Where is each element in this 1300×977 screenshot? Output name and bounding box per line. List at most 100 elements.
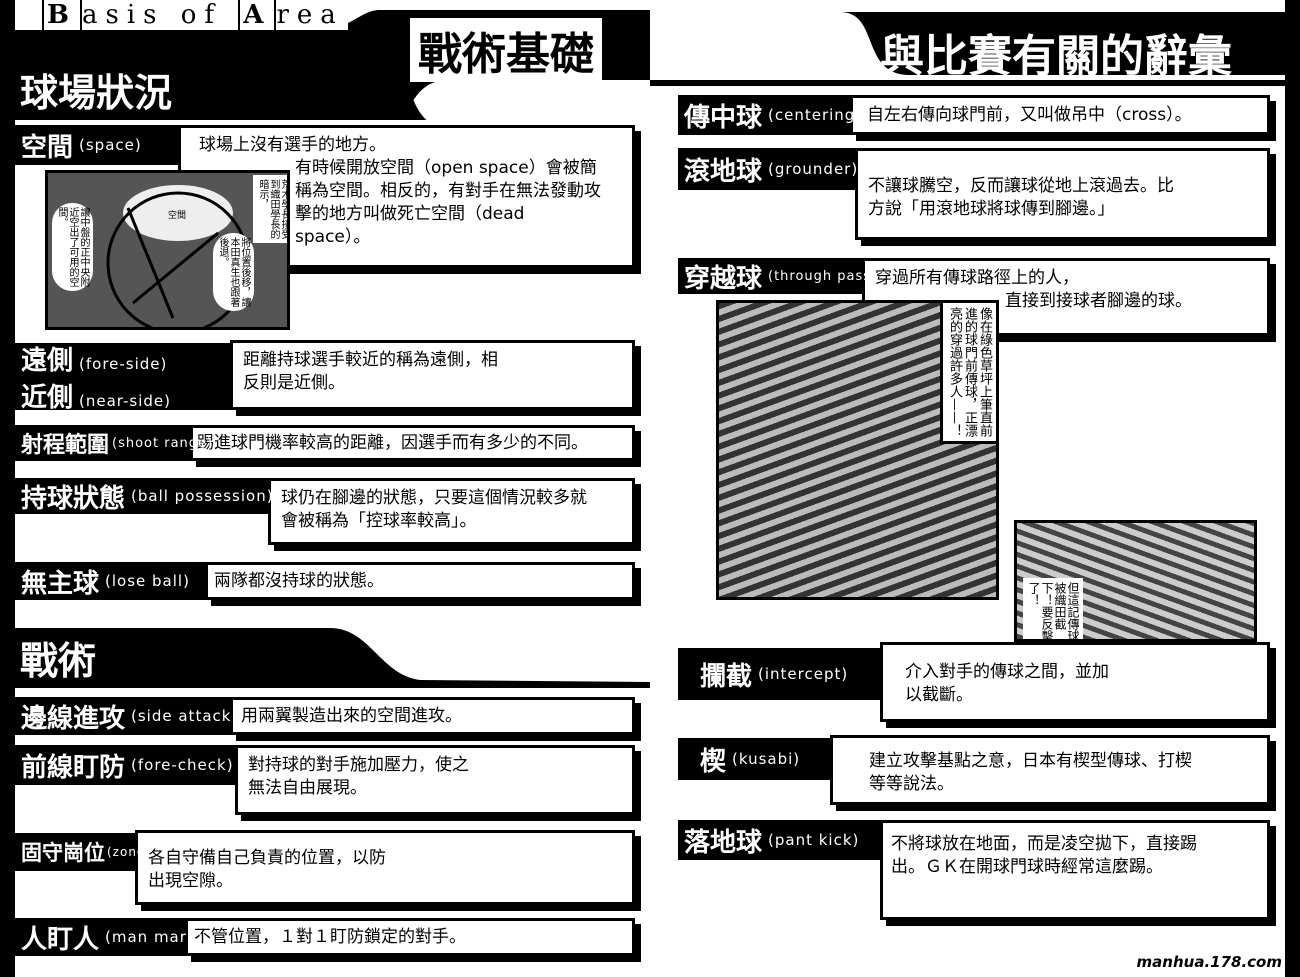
term-en: (near-side) <box>79 391 171 410</box>
term-en: (side attack) <box>131 707 239 725</box>
definition-box-kusabi: 建立攻擊基點之意，日本有楔型傳球、打楔等等說法。 <box>830 735 1270 805</box>
definition-text: 球仍在腳邊的狀態，只要這個情況較多就會被稱為「控球率較高」。 <box>281 488 587 531</box>
term-en: (pant kick) <box>768 831 860 849</box>
panel-caption: 像在綠色草坪上筆直前進的球門前傳球，正漂亮的穿過許多人——！ <box>940 303 996 444</box>
page-title-right: 與比賽有關的辭彙 <box>880 31 1232 82</box>
term: 前線盯防 <box>21 752 126 783</box>
term-en: (intercept) <box>758 665 849 683</box>
term-label-centering: 傳中球 (centering) <box>678 95 861 135</box>
definition-text: 介入對手的傳球之間，並加以截斷。 <box>905 662 1109 705</box>
term-label-shoot-range: 射程範圍(shoot range) <box>15 425 212 461</box>
section-title-field: 球場狀況 <box>20 71 173 115</box>
term-en: (ball possession) <box>131 487 274 505</box>
definition-text: 不管位置，１對１盯防鎖定的對手。 <box>194 927 466 947</box>
definition-text: 踢進球門機率較高的距離，因選手而有多少的不同。 <box>197 433 588 453</box>
speech-bubble: 荒木學長接受到織田學長的暗示， <box>253 175 287 243</box>
section-title-tactics: 戰術 <box>20 639 97 683</box>
definition-text: 用兩翼製造出來的空間進攻。 <box>241 706 462 726</box>
definition-text-2: 有時候開放空間（open space）會被簡稱為空間。相反的，有對手在無法發動攻… <box>295 158 601 247</box>
definition-box-side-attack: 用兩翼製造出來的空間進攻。 <box>230 697 635 735</box>
left-border <box>0 0 15 977</box>
term-label-man-mark: 人盯人 (man mark) <box>15 918 202 956</box>
page-title-left: 戰術基礎 <box>410 18 602 82</box>
definition-box-pant-kick: 不將球放在地面，而是凌空拋下，直接踢出。ＧＫ在開球門球時經常這麼踢。 <box>880 820 1270 920</box>
term-label-pant-kick: 落地球 (pant kick) <box>678 820 880 860</box>
space-diagram: 空間 讓中盤的正中央附近空出了可用的空間。 將位置後移，讓本田真生也跟著後退。 … <box>45 170 290 330</box>
term-label-side: 遠側 (fore-side) 近側 (near-side) <box>15 343 230 413</box>
term-label-intercept: 攔截 (intercept) <box>678 648 880 700</box>
term-label-space: 空間 (space) <box>15 125 180 165</box>
definition-text: 距離持球選手較近的稱為遠側，相反則是近側。 <box>243 350 498 393</box>
term-label-fore-check: 前線盯防 (fore-check) <box>15 745 237 785</box>
section-band-tactics <box>15 628 650 688</box>
term-label-grounder: 滾地球 (grounder) <box>678 148 859 190</box>
term-label-kusabi: 楔 (kusabi) <box>678 738 830 780</box>
term-en: (through pass) <box>768 268 878 284</box>
term-label-possession: 持球狀態 (ball possession) <box>15 478 273 514</box>
term: 穿越球 <box>684 263 763 294</box>
definition-text-2: 直接到接球者腳邊的球。 <box>1005 291 1192 311</box>
term-en: (man mark) <box>105 928 204 946</box>
definition-text: 球場上沒有選手的地方。 <box>199 135 386 155</box>
term-en: (space) <box>79 136 142 154</box>
definition-text: 穿過所有傳球路徑上的人， <box>875 268 1079 288</box>
definition-text: 建立攻擊基點之意，日本有楔型傳球、打楔等等說法。 <box>869 751 1192 794</box>
term-label-side-attack: 邊線進攻 (side attack) <box>15 697 237 735</box>
term: 楔 <box>700 746 727 777</box>
definition-box-zone: 各自守備自己負責的位置，以防出現空隙。 <box>135 830 635 905</box>
term: 空間 <box>21 132 74 163</box>
definition-box-side: 距離持球選手較近的稱為遠側，相反則是近側。 <box>230 340 635 410</box>
term-label-lose-ball: 無主球 (lose ball) <box>15 562 207 600</box>
definition-text: 兩隊都沒持球的狀態。 <box>214 571 384 591</box>
term: 無主球 <box>21 568 100 599</box>
tag-text-2: rea <box>276 0 344 30</box>
manga-panel-through-pass: 像在綠色草坪上筆直前進的球門前傳球，正漂亮的穿過許多人——！ <box>716 300 999 600</box>
term: 遠側 <box>21 345 74 376</box>
term-en: (fore-check) <box>131 756 234 774</box>
tag-text-1: asis of <box>81 0 223 30</box>
definition-text: 不讓球騰空，反而讓球從地上滾過去。比方說「用滾地球將球傳到腳邊。」 <box>868 176 1174 219</box>
speech-bubble: 將位置後移，讓本田真生也跟著後退。 <box>213 233 254 311</box>
definition-box-grounder: 不讓球騰空，反而讓球從地上滾過去。比方說「用滾地球將球傳到腳邊。」 <box>855 148 1270 240</box>
term-en: (centering) <box>768 106 863 124</box>
term-en: (grounder) <box>768 160 859 178</box>
term: 人盯人 <box>21 924 100 955</box>
definition-text: 各自守備自己負責的位置，以防出現空隙。 <box>148 848 386 891</box>
site-watermark: manhua.178.com <box>1136 953 1282 971</box>
definition-box-shoot-range: 踢進球門機率較高的距離，因選手而有多少的不同。 <box>190 425 635 461</box>
definition-box-through-pass: 穿過所有傳球路徑上的人， 直接到接球者腳邊的球。 <box>862 258 1270 336</box>
term: 邊線進攻 <box>21 703 126 734</box>
manga-panel-intercept: 但這記傳球被織田截下！要反擊了！ <box>1014 520 1257 642</box>
diagram-space-label: 空間 <box>168 211 187 221</box>
panel-caption: 但這記傳球被織田截下！要反擊了！ <box>1023 578 1083 639</box>
definition-box-lose-ball: 兩隊都沒持球的狀態。 <box>205 562 635 600</box>
term: 持球狀態 <box>21 483 126 514</box>
term-en: (fore-side) <box>79 354 168 373</box>
term: 滾地球 <box>684 156 763 187</box>
term: 固守崗位 <box>21 841 105 865</box>
diagram-field <box>106 185 250 327</box>
header-band-right <box>650 12 1290 86</box>
definition-box-man-mark: 不管位置，１對１盯防鎖定的對手。 <box>185 918 635 956</box>
definition-box-fore-check: 對持球的對手施加壓力，使之無法自由展現。 <box>235 745 635 815</box>
term: 落地球 <box>684 827 763 858</box>
tag-letter-a: A <box>238 0 277 32</box>
term-en: (lose ball) <box>105 572 190 590</box>
definition-box-centering: 自左右傳向球門前，又叫做吊中（cross）。 <box>850 95 1270 135</box>
definition-text: 不將球放在地面，而是凌空拋下，直接踢出。ＧＫ在開球門球時經常這麼踢。 <box>891 834 1197 877</box>
term: 射程範圍 <box>21 433 110 458</box>
term: 傳中球 <box>684 102 763 133</box>
term-label-zone: 固守崗位(zone) <box>15 833 150 871</box>
term-en: (kusabi) <box>732 750 801 768</box>
right-border <box>1285 0 1300 977</box>
term: 攔截 <box>700 661 753 692</box>
definition-text: 自左右傳向球門前，又叫做吊中（cross）。 <box>867 105 1192 125</box>
definition-box-intercept: 介入對手的傳球之間，並加以截斷。 <box>880 642 1270 722</box>
definition-box-possession: 球仍在腳邊的狀態，只要這個情況較多就會被稱為「控球率較高」。 <box>268 478 635 545</box>
term: 近側 <box>21 382 74 413</box>
speech-bubble: 讓中盤的正中央附近空出了可用的空間。 <box>52 203 93 291</box>
term-label-through-pass: 穿越球 (through pass) <box>678 258 876 294</box>
tag-letter-b: B <box>42 0 82 32</box>
